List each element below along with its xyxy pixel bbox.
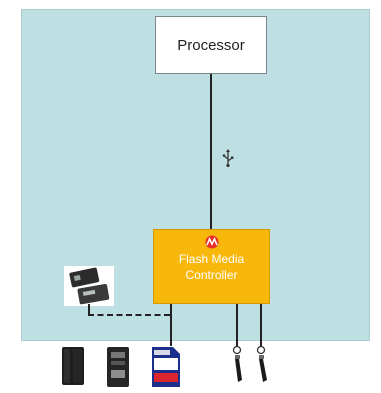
usb-icon [221, 148, 235, 173]
usb-flash-drive-icon [253, 344, 271, 389]
controller-label-line1: Flash Media [178, 252, 245, 266]
compact-flash-icon [61, 346, 85, 391]
microchip-logo-icon [205, 235, 218, 249]
processor-box: Processor [155, 16, 267, 74]
controller-label-line2: Controller [185, 268, 238, 282]
usb-flash-drive-icon [229, 344, 247, 389]
processor-controller-line [210, 74, 212, 229]
smart-card-dashed-bus [88, 314, 170, 316]
processor-label: Processor [177, 36, 245, 54]
flash-media-controller: Flash Media Controller [153, 229, 270, 304]
controller-usb-line-1 [236, 304, 238, 346]
memory-stick-icon [106, 346, 130, 393]
sd-card-icon [151, 346, 181, 393]
smart-card-icon [64, 266, 114, 311]
smart-card-dashed-link [88, 304, 90, 316]
controller-usb-line-2 [260, 304, 262, 346]
controller-media-line [170, 304, 172, 346]
